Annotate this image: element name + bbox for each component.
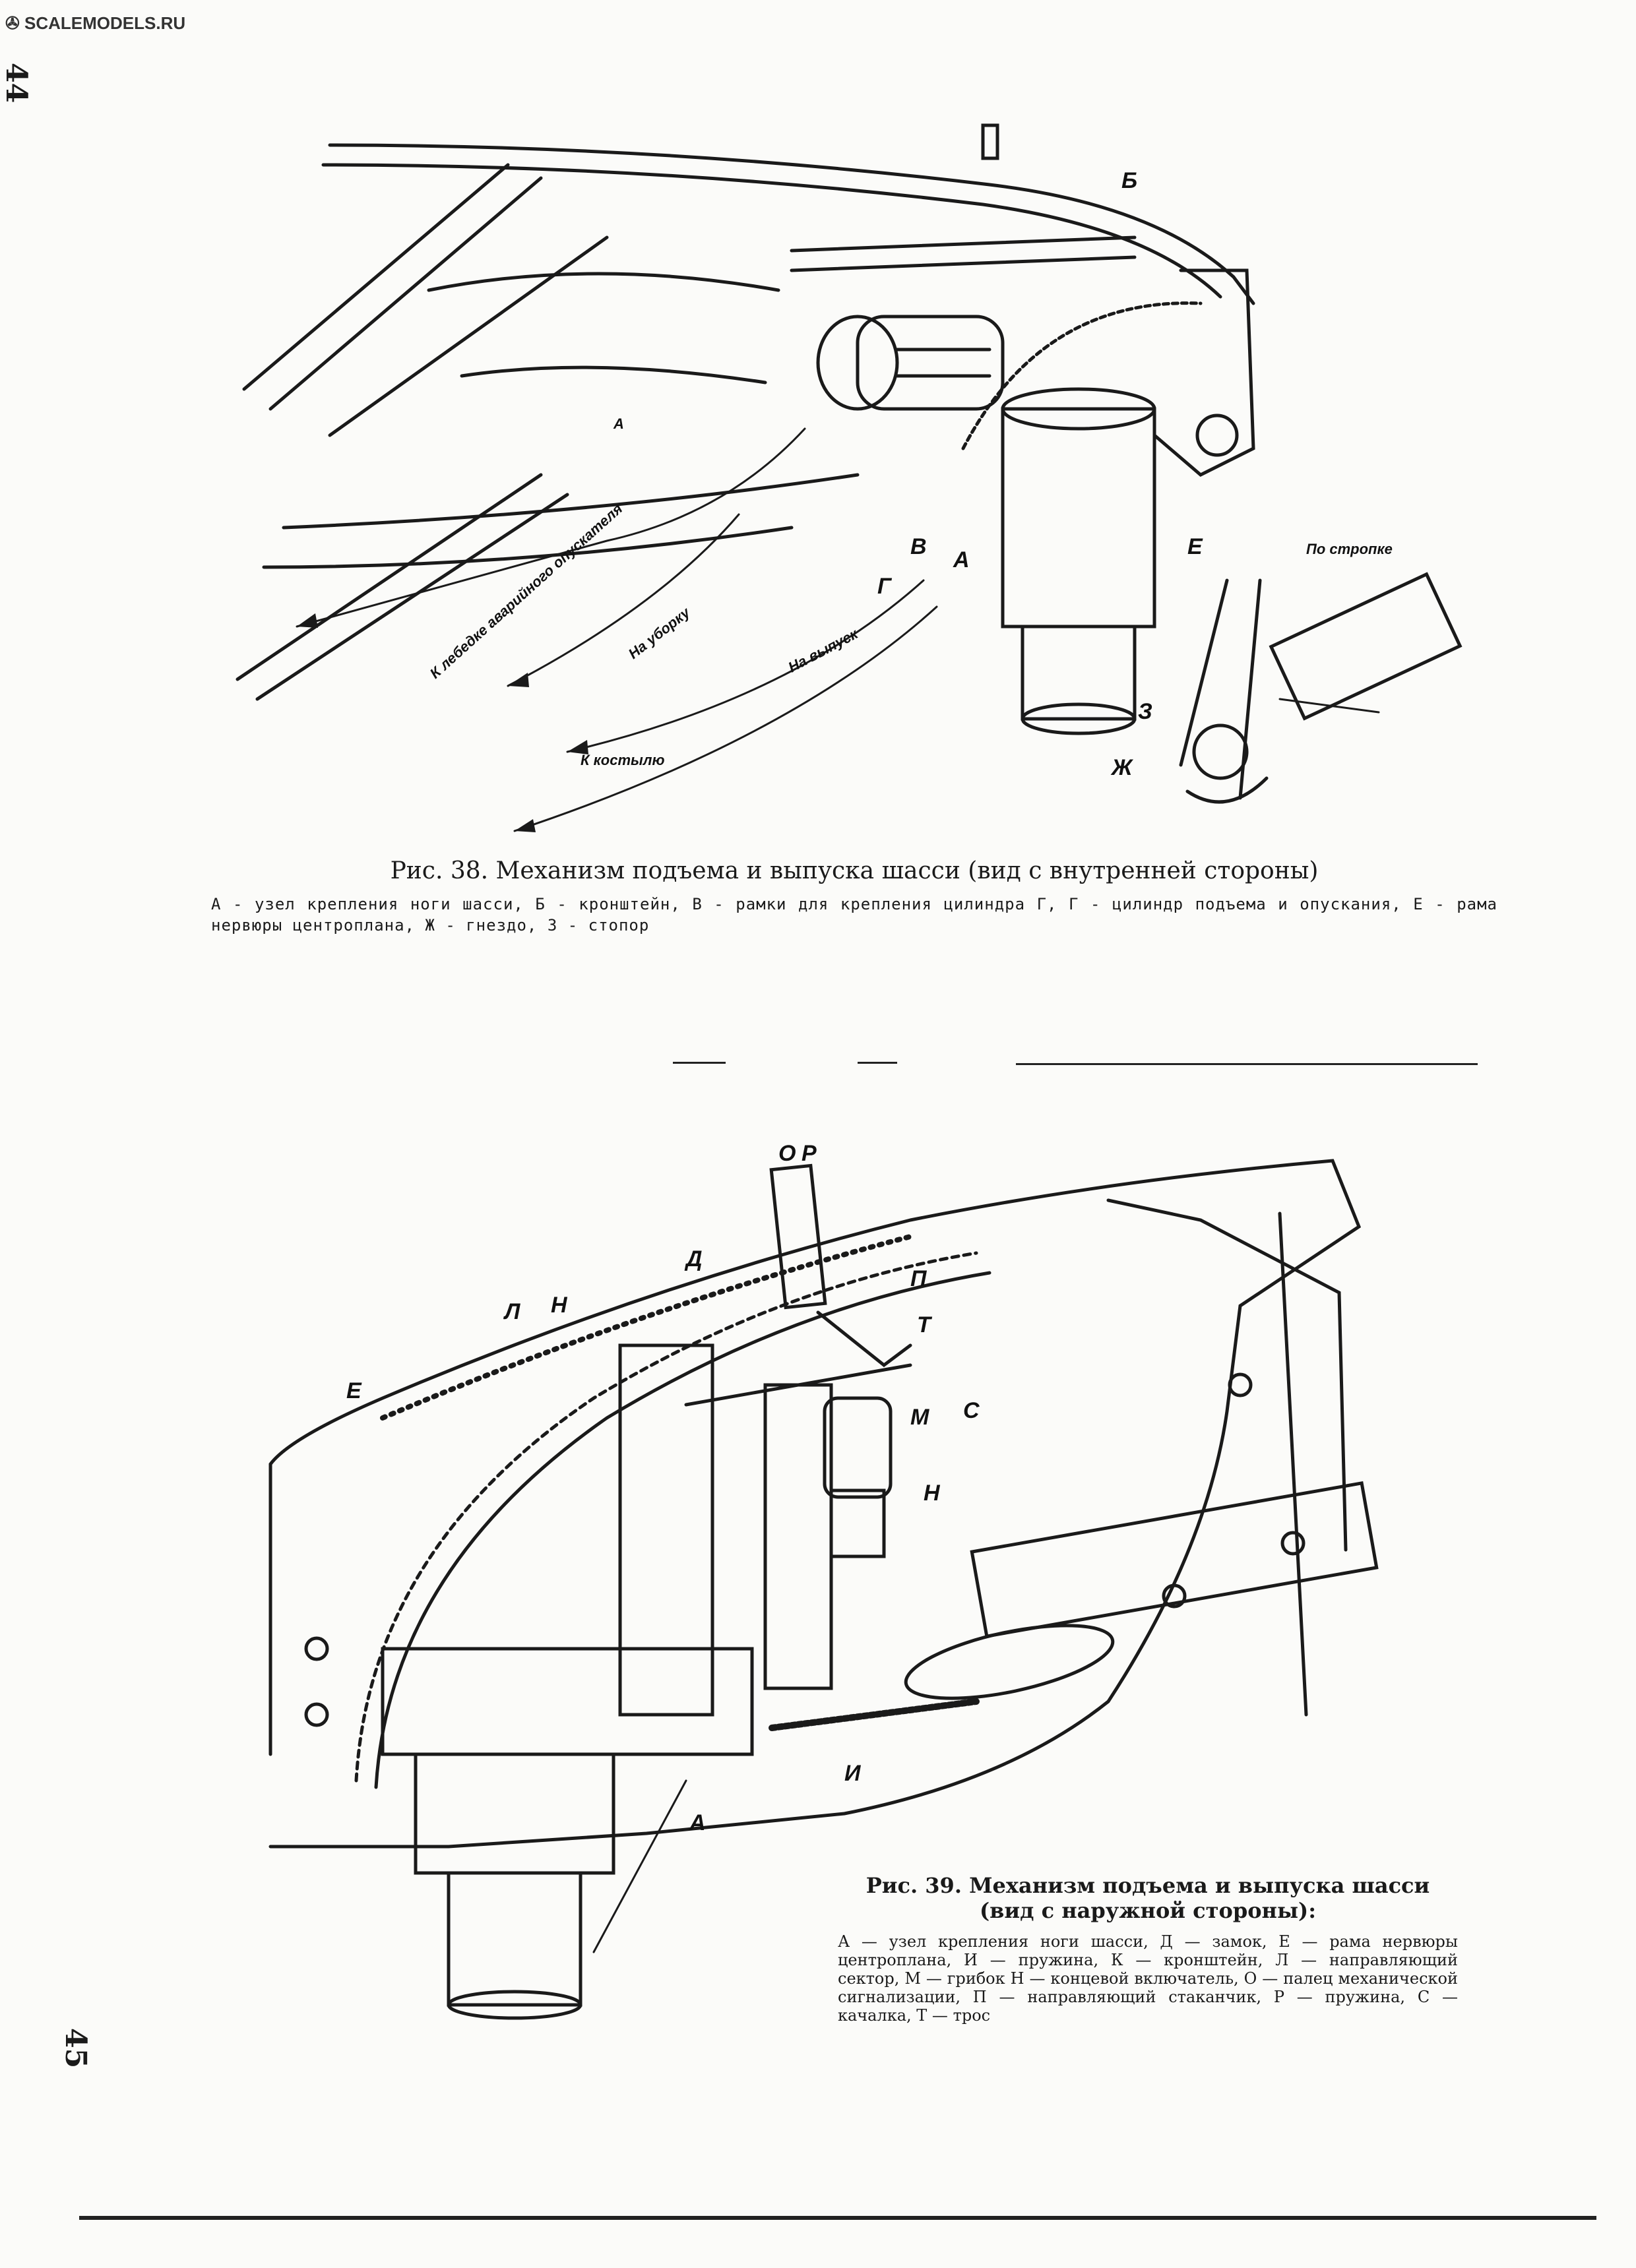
main-housing	[381, 1647, 754, 1756]
leg-tube	[447, 1871, 582, 2007]
figure-38-caption-title: Рис. 38. Механизм подъема и выпуска шасс…	[390, 857, 1319, 884]
leg-mount	[1001, 407, 1156, 628]
lock-body-d	[618, 1343, 714, 1717]
label-n-right: Н	[924, 1481, 941, 1506]
direction-po-stropu: По стропке	[1306, 541, 1393, 557]
right-strut	[1106, 1198, 1348, 1552]
cylinder-cap	[816, 315, 899, 411]
arrow-uborka	[508, 673, 529, 687]
label-a: А	[953, 547, 970, 572]
cross-tube	[790, 235, 1137, 253]
propeller-logo-icon: ✇	[5, 13, 20, 33]
direction-k-kostylyu: К костылю	[581, 752, 665, 768]
signal-pin-o	[769, 1163, 827, 1310]
label-a-small: А	[613, 415, 624, 432]
rib-frame-e	[268, 1159, 1362, 1849]
bottom-bar	[236, 473, 543, 681]
upper-spar	[328, 143, 1255, 305]
diagonal-strut-1	[242, 163, 510, 391]
page-number-left: 44	[0, 63, 33, 104]
diagonal-strut-3	[328, 235, 609, 437]
label-v: В	[910, 534, 927, 559]
limit-switch-n	[829, 1488, 886, 1558]
label-a: А	[689, 1810, 706, 1835]
figure-38-caption-body: А - узел крепления ноги шасси, Б - кронш…	[211, 895, 1497, 935]
rib-frame-e	[1152, 268, 1255, 477]
label-z: З	[1138, 699, 1152, 724]
figure-38-caption: Рис. 38. Механизм подъема и выпуска шасс…	[211, 857, 1497, 936]
cylinder-body	[856, 315, 1005, 411]
label-b: Б	[1121, 168, 1137, 193]
lower-rail-1	[282, 473, 860, 530]
figure-39-illustration: О Р Д П Т Л Н Е С М Н И А	[268, 1141, 1379, 2020]
cable-lebedka	[296, 427, 806, 628]
label-m: М	[910, 1405, 929, 1430]
label-e: Е	[1187, 534, 1203, 559]
arrow-vypusk	[567, 740, 588, 754]
pointer-a	[592, 1779, 687, 1953]
diagonal-strut-2	[268, 176, 543, 411]
cable-kostyl	[513, 605, 938, 832]
cable-uborka	[507, 513, 740, 687]
separator-rule	[1016, 1063, 1478, 1065]
stopper-z	[1192, 723, 1249, 780]
label-t: Т	[917, 1312, 933, 1337]
spring-i	[769, 1698, 980, 1731]
leg-tube	[1021, 625, 1137, 721]
rocker-s	[684, 1363, 912, 1407]
label-i: И	[844, 1761, 862, 1786]
label-o: О	[778, 1141, 796, 1166]
upper-spar-inner	[321, 163, 1222, 299]
mid-arm	[460, 365, 767, 384]
label-zh: Ж	[1110, 755, 1134, 780]
bottom-bar-2	[255, 493, 569, 701]
upper-arm	[427, 272, 780, 292]
vertical-rod	[1278, 1211, 1308, 1717]
top-knob	[981, 123, 999, 160]
separator-rule	[858, 1062, 897, 1064]
figure-39-caption-body: А — узел крепления ноги шасси, Д — замок…	[838, 1932, 1458, 2025]
label-l: Л	[503, 1299, 520, 1324]
figure-39-caption-title: Рис. 39. Механизм подъема и выпуска шасс…	[865, 1873, 1430, 1923]
cable-vypusk	[566, 579, 925, 753]
page-number-right: 45	[59, 2028, 92, 2069]
direction-na-ubor: На уборку	[625, 603, 694, 662]
guide-sector-l	[354, 1251, 978, 1783]
lower-rail-2	[262, 526, 794, 569]
cable-t	[816, 1310, 912, 1368]
figure-38-illustration: Б В А Г Е З Ж А По стропке К лебедке ава…	[236, 123, 1463, 832]
mushroom-m	[823, 1396, 893, 1499]
watermark: ✇ SCALEMODELS.RU	[5, 13, 186, 33]
label-g: Г	[877, 574, 893, 599]
sector-arc	[961, 301, 1203, 450]
arrow-lebedka	[297, 613, 318, 628]
scan-edge	[79, 2216, 1596, 2220]
leg-attach-a	[414, 1752, 615, 1875]
arrow-kostyl	[515, 819, 536, 832]
direction-na-vypusk: На выпуск	[786, 625, 862, 675]
figure-39-caption: Рис. 39. Механизм подъема и выпуска шасс…	[838, 1873, 1458, 2025]
direction-k-lebedke: К лебедке аварийного опускателя	[427, 501, 626, 682]
label-p: П	[910, 1266, 928, 1291]
gear-teeth	[380, 1234, 913, 1421]
label-r: Р	[802, 1141, 817, 1166]
spring-cover	[904, 1624, 1115, 1700]
label-d: Д	[684, 1246, 703, 1272]
stopper-rod-1	[1179, 578, 1229, 767]
bracket-k	[763, 1383, 833, 1690]
label-e: Е	[346, 1378, 362, 1403]
cylinder-ribs	[895, 348, 991, 378]
label-n-top: Н	[551, 1293, 568, 1318]
label-s: С	[963, 1398, 980, 1423]
nest-zh	[1269, 572, 1463, 721]
separator-rule	[673, 1062, 726, 1064]
lower-beam	[970, 1481, 1379, 1639]
